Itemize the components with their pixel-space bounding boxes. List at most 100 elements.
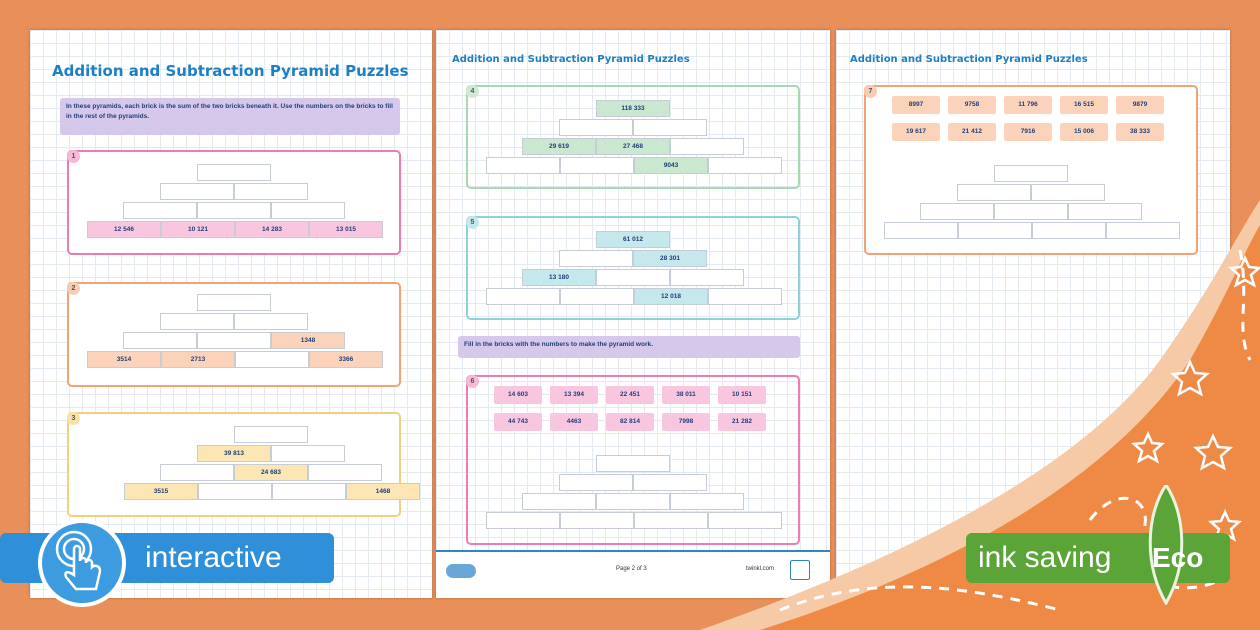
brick[interactable] <box>123 332 197 349</box>
brick[interactable] <box>994 203 1068 220</box>
number-chip[interactable]: 82 814 <box>606 413 654 431</box>
brick[interactable] <box>560 288 634 305</box>
brick[interactable] <box>486 512 560 529</box>
brick[interactable] <box>235 351 309 368</box>
interactive-label: interactive <box>145 541 282 574</box>
question-number: 1 <box>67 150 80 163</box>
brick[interactable] <box>197 202 271 219</box>
brick[interactable] <box>994 165 1068 182</box>
brick[interactable] <box>522 493 596 510</box>
number-chip[interactable]: 22 451 <box>606 386 654 404</box>
brick[interactable] <box>272 483 346 500</box>
question-number: 4 <box>466 85 479 98</box>
brick[interactable] <box>560 157 634 174</box>
brick[interactable] <box>634 512 708 529</box>
number-chip[interactable]: 9879 <box>1116 96 1164 114</box>
page-title: Addition and Subtraction Pyramid Puzzles <box>850 54 1088 65</box>
brick[interactable] <box>1068 203 1142 220</box>
number-chip[interactable]: 9758 <box>948 96 996 114</box>
brick[interactable] <box>596 455 670 472</box>
ink-saving-badge: ink saving Eco <box>966 482 1230 606</box>
brick[interactable] <box>1031 184 1105 201</box>
brick[interactable] <box>559 474 633 491</box>
number-chip[interactable]: 7916 <box>1004 123 1052 141</box>
brick[interactable] <box>160 313 234 330</box>
brick[interactable] <box>708 512 782 529</box>
brick-given: 1468 <box>346 483 420 500</box>
brick[interactable] <box>160 183 234 200</box>
pyramid-puzzle-3: 3 39 813 24 683 3515 1468 <box>67 412 420 517</box>
pyramid-puzzle-6: 6 14 603 13 394 22 451 38 011 10 151 44 … <box>466 375 800 545</box>
brick-given: 10 121 <box>161 221 235 238</box>
number-chip[interactable]: 44 743 <box>494 413 542 431</box>
twinkl-logo-icon <box>446 564 476 578</box>
brick-given: 3366 <box>309 351 383 368</box>
brick[interactable] <box>308 464 382 481</box>
brick[interactable] <box>560 512 634 529</box>
brick[interactable] <box>123 202 197 219</box>
brick[interactable] <box>234 313 308 330</box>
number-chip[interactable]: 38 011 <box>662 386 710 404</box>
worksheet-page-2: Addition and Subtraction Pyramid Puzzles… <box>436 30 830 598</box>
number-chip[interactable]: 7998 <box>662 413 710 431</box>
brick[interactable] <box>1032 222 1106 239</box>
brick[interactable] <box>670 269 744 286</box>
brick[interactable] <box>160 464 234 481</box>
number-chip[interactable]: 21 282 <box>718 413 766 431</box>
brick[interactable] <box>920 203 994 220</box>
brick[interactable] <box>486 157 560 174</box>
brick[interactable] <box>958 222 1032 239</box>
number-chip[interactable]: 38 333 <box>1116 123 1164 141</box>
brick[interactable] <box>197 294 271 311</box>
footer-page-number: Page 2 of 3 <box>616 566 647 572</box>
number-chip[interactable]: 15 006 <box>1060 123 1108 141</box>
brick[interactable] <box>1106 222 1180 239</box>
question-number: 3 <box>67 412 80 425</box>
star-icon <box>1192 432 1234 471</box>
pyramid-puzzle-5: 5 61 012 28 301 13 180 12 018 <box>466 216 800 320</box>
pyramid-puzzle-1: 1 12 546 10 121 14 283 13 015 <box>67 150 401 255</box>
brick[interactable] <box>198 483 272 500</box>
brick[interactable] <box>633 474 707 491</box>
brick[interactable] <box>708 288 782 305</box>
eco-leaf-icon <box>1142 482 1190 606</box>
brick[interactable] <box>271 445 345 462</box>
brick-given: 118 333 <box>596 100 670 117</box>
brick[interactable] <box>596 269 670 286</box>
brick[interactable] <box>957 184 1031 201</box>
brick[interactable] <box>596 493 670 510</box>
brick-given: 39 813 <box>197 445 271 462</box>
brick-given: 3515 <box>124 483 198 500</box>
pyramid-puzzle-7: 7 8997 9758 11 796 16 515 9879 19 617 21… <box>864 85 1198 255</box>
ink-saving-label: ink saving <box>978 541 1112 574</box>
brick[interactable] <box>670 138 744 155</box>
number-chip[interactable]: 4463 <box>550 413 598 431</box>
brick[interactable] <box>234 183 308 200</box>
brick[interactable] <box>708 157 782 174</box>
brick[interactable] <box>633 119 707 136</box>
brick[interactable] <box>884 222 958 239</box>
number-chip[interactable]: 10 151 <box>718 386 766 404</box>
number-chip[interactable]: 14 603 <box>494 386 542 404</box>
number-chip[interactable]: 19 617 <box>892 123 940 141</box>
interactive-badge: interactive <box>0 519 334 607</box>
brick[interactable] <box>670 493 744 510</box>
number-chip[interactable]: 16 515 <box>1060 96 1108 114</box>
worksheet-page-1: Addition and Subtraction Pyramid Puzzles… <box>30 30 432 598</box>
brick[interactable] <box>271 202 345 219</box>
instruction-banner: In these pyramids, each brick is the sum… <box>60 98 400 135</box>
star-icon <box>1131 430 1165 464</box>
brick[interactable] <box>197 164 271 181</box>
number-chip[interactable]: 8997 <box>892 96 940 114</box>
brick[interactable] <box>559 119 633 136</box>
brick[interactable] <box>559 250 633 267</box>
brick[interactable] <box>234 426 308 443</box>
brick-given: 27 468 <box>596 138 670 155</box>
number-chip[interactable]: 11 796 <box>1004 96 1052 114</box>
pyramid-puzzle-2: 2 1348 3514 2713 3366 <box>67 282 401 387</box>
number-chip[interactable]: 13 394 <box>550 386 598 404</box>
brick-given: 3514 <box>87 351 161 368</box>
brick[interactable] <box>197 332 271 349</box>
brick[interactable] <box>486 288 560 305</box>
number-chip[interactable]: 21 412 <box>948 123 996 141</box>
